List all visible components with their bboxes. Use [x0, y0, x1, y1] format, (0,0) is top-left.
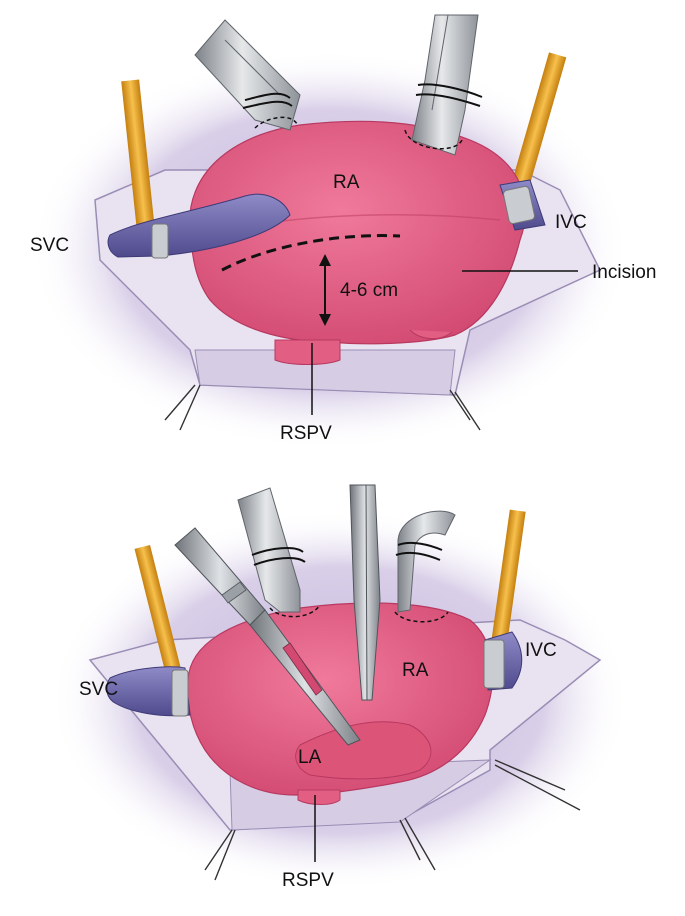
suture-bottom-mid [399, 817, 436, 871]
svc-purse-string-bottom [269, 604, 321, 618]
svc-vein-bottom [106, 666, 191, 717]
svc-cannula-tie-2 [242, 100, 293, 109]
la-incision-opening [295, 721, 432, 780]
suture-bottom-left [204, 829, 236, 881]
svc-purse-string [254, 116, 298, 129]
ivc-snare-bottom [483, 639, 505, 689]
svc-cannula-tie-bottom-2 [253, 557, 306, 566]
ra-label: RA [333, 172, 360, 193]
heart-lobe [409, 329, 453, 339]
ivc-label-bottom: IVC [525, 640, 557, 661]
svc-cannula-tie-bottom [251, 547, 304, 556]
svc-cannula-tie [244, 92, 291, 101]
svc-tube [121, 79, 155, 231]
measurement-arrow-head-bottom [319, 314, 331, 326]
bottom-panel: RA SVC IVC LA RSPV [50, 484, 630, 891]
scalpel-grip [221, 581, 247, 604]
ivc-snare [502, 185, 536, 225]
ivc-cannula-tie-bottom-2 [395, 551, 441, 561]
tissue-fold [194, 349, 456, 396]
ra-label-bottom: RA [402, 660, 429, 681]
ivc-cannula-tie [417, 83, 483, 98]
forceps-center-line [365, 484, 368, 701]
measurement-arrow-head-top [319, 254, 331, 266]
ivc-purse-string-bottom [394, 611, 449, 623]
ivc-cannula [411, 14, 479, 156]
ivc-label: IVC [555, 212, 587, 233]
incision-line [221, 234, 401, 272]
svc-tube-bottom [134, 544, 182, 676]
suture-right [449, 389, 481, 431]
rspv-label: RSPV [280, 423, 332, 444]
heart-right-atrium [189, 120, 527, 345]
svc-snare-bottom [171, 669, 189, 717]
la-label-bottom: LA [298, 747, 322, 768]
incision-label: Incision [592, 262, 656, 283]
ivc-tube-bottom [490, 509, 526, 651]
rspv-label-bottom: RSPV [282, 870, 334, 891]
top-panel: RA SVC IVC Incision 4-6 cm RSPV [30, 14, 656, 450]
scalpel-slot [282, 642, 323, 696]
ivc-cannula-tie-2 [415, 93, 481, 107]
forceps [349, 484, 381, 701]
measurement-label: 4-6 cm [340, 280, 398, 301]
suture-left [164, 384, 201, 431]
ivc-tube [507, 52, 567, 202]
rspv-vessel-bottom [297, 789, 341, 805]
svc-cannula-edge [224, 39, 281, 96]
suture-bottom-right [494, 759, 581, 811]
svc-label: SVC [30, 235, 69, 256]
ivc-cannula-tie-bottom [397, 541, 443, 551]
svc-snare [151, 223, 169, 259]
svc-label-bottom: SVC [79, 679, 118, 700]
rspv-vessel [274, 339, 341, 365]
